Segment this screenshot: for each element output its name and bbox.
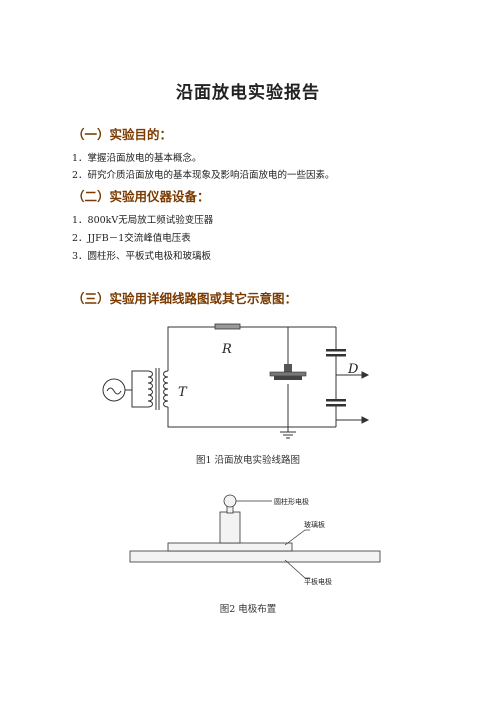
label-cylinder-electrode: 圆柱形电极 <box>274 497 309 506</box>
page-title: 沿面放电实验报告 <box>176 83 320 103</box>
equipment-item-2: 2．JJFB－1交流峰值电压表 <box>72 233 191 244</box>
capacitor-top-plate-2 <box>326 354 346 357</box>
label-d: D <box>347 362 359 377</box>
ac-source-icon <box>102 378 126 402</box>
equipment-item-3: 3．圆柱形、平板式电极和玻璃板 <box>72 251 212 262</box>
transformer-primary-coil <box>147 370 153 408</box>
glass-plate-drawing <box>167 542 293 552</box>
section-heading-equipment: （二）实验用仪器设备： <box>72 189 210 204</box>
equipment-item-1: 1．800kV无局放工频试验变压器 <box>72 215 214 226</box>
resistor-r <box>214 323 241 330</box>
glass-plate <box>269 371 307 377</box>
section-heading-diagrams: （三）实验用详细线路图或其它示意图： <box>72 291 298 306</box>
label-plate-electrode: 平板电极 <box>304 577 332 586</box>
cylinder-electrode-drawing <box>219 511 241 544</box>
plate-electrode-drawing <box>129 550 381 563</box>
section-heading-purpose: （一）实验目的： <box>72 127 173 142</box>
purpose-item-1: 1．掌握沿面放电的基本概念。 <box>72 153 202 164</box>
label-glass-plate: 玻璃板 <box>304 520 325 529</box>
capacitor-top-plate-1 <box>326 349 346 352</box>
electrode-arrangement-diagram <box>129 494 381 579</box>
capacitor-bottom-plate-1 <box>326 399 346 402</box>
figure1-caption: 图1 沿面放电实验线路图 <box>195 455 301 466</box>
transformer-secondary-coil <box>163 370 169 408</box>
plate-electrode <box>274 376 302 380</box>
capacitor-bottom-plate-2 <box>326 404 346 407</box>
electrode-top <box>284 364 292 372</box>
label-r: R <box>221 342 232 357</box>
label-t: T <box>178 385 188 400</box>
figure2-caption: 图2 电极布置 <box>219 604 277 615</box>
purpose-item-2: 2．研究介质沿面放电的基本现象及影响沿面放电的一些因素。 <box>72 170 335 181</box>
